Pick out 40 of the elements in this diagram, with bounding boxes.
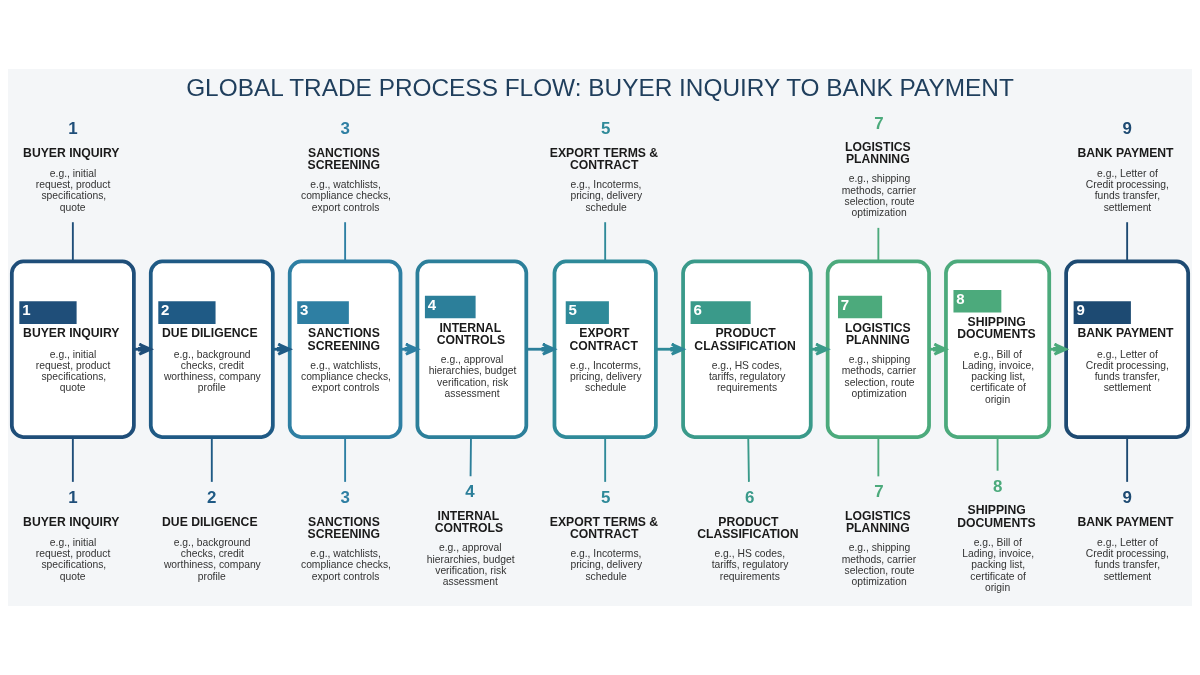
node-box: 3 SANCTIONS SCREENING e.g., watchlists, compliance checks, export controls	[287, 259, 403, 439]
node-text: 9 BANK PAYMENT e.g., Letter of Credit processing, funds transfer, settlement	[1077, 119, 1174, 213]
connector	[71, 436, 74, 483]
connector	[747, 436, 750, 483]
connector	[604, 436, 607, 483]
node-text: 5 EXPORT TERMS & CONTRACT e.g., Incoterms, pricing, delivery schedule	[549, 488, 659, 582]
node-box: 1 BUYER INQUIRY e.g., initial request, product specifications, quote	[9, 259, 136, 439]
connector	[604, 221, 607, 263]
connector	[1126, 221, 1129, 263]
connector	[71, 221, 74, 263]
connector	[469, 436, 472, 478]
node-text: 4 INTERNAL CONTROLS e.g., approval hierarchies, budget verification, risk assessment	[426, 482, 515, 588]
connector	[344, 436, 347, 483]
node-text: 8 SHIPPING DOCUMENTS e.g., Bill of Lading, invoice, packing list, certificate of origin	[957, 476, 1036, 593]
connector	[877, 226, 880, 263]
node-text: 1 BUYER INQUIRY e.g., initial request, product specifications, quote	[23, 119, 120, 213]
node-text: 1 BUYER INQUIRY e.g., initial request, product specifications, quote	[23, 488, 120, 582]
node-text: 5 EXPORT TERMS & CONTRACT e.g., Incoterms, pricing, delivery schedule	[549, 119, 659, 213]
connector	[996, 436, 999, 472]
node-box: 9 BANK PAYMENT e.g., Letter of Credit processing, funds transfer, settlement	[1064, 259, 1191, 439]
node-box: 4 INTERNAL CONTROLS e.g., approval hierarchies, budget verification, risk assessment	[415, 259, 529, 439]
connector	[344, 221, 347, 263]
arrow	[656, 342, 685, 356]
node-box: 2 DUE DILIGENCE e.g., background checks, credit worthiness, company profile	[148, 259, 275, 439]
node-text: 7 LOGISTICS PLANNING e.g., shipping methods, carrier selection, route optimization	[841, 482, 917, 588]
node-box: 8 SHIPPING DOCUMENTS e.g., Bill of Lading, invoice, packing list, certificate of origin	[944, 259, 1052, 439]
connector	[210, 436, 213, 483]
connector	[877, 436, 880, 478]
node-text: 9 BANK PAYMENT e.g., Letter of Credit processing, funds transfer, settlement	[1077, 488, 1174, 582]
node-text: 2 DUE DILIGENCE e.g., background checks, credit worthiness, company profile	[162, 488, 261, 582]
node-box: 6 PRODUCT CLASSIFICATION e.g., HS codes, tariffs, regulatory requirements	[681, 259, 813, 439]
node-text: 3 SANCTIONS SCREENING e.g., watchlists, compliance checks, export controls	[300, 119, 391, 213]
diagram-title: GLOBAL TRADE PROCESS FLOW: BUYER INQUIRY TO BANK PAYMENT	[186, 74, 1014, 102]
node-box: 5 EXPORT CONTRACT e.g., Incoterms, pricing, delivery schedule	[552, 259, 658, 439]
node-text: 6 PRODUCT CLASSIFICATION e.g., HS codes, tariffs, regulatory requirements	[697, 488, 799, 582]
connector	[1126, 436, 1129, 483]
node-text: 3 SANCTIONS SCREENING e.g., watchlists, compliance checks, export controls	[300, 488, 391, 582]
node-text: 7 LOGISTICS PLANNING e.g., shipping methods, carrier selection, route optimization	[841, 113, 917, 219]
node-box: 7 LOGISTICS PLANNING e.g., shipping methods, carrier selection, route optimization	[825, 259, 931, 439]
arrow	[526, 342, 556, 356]
